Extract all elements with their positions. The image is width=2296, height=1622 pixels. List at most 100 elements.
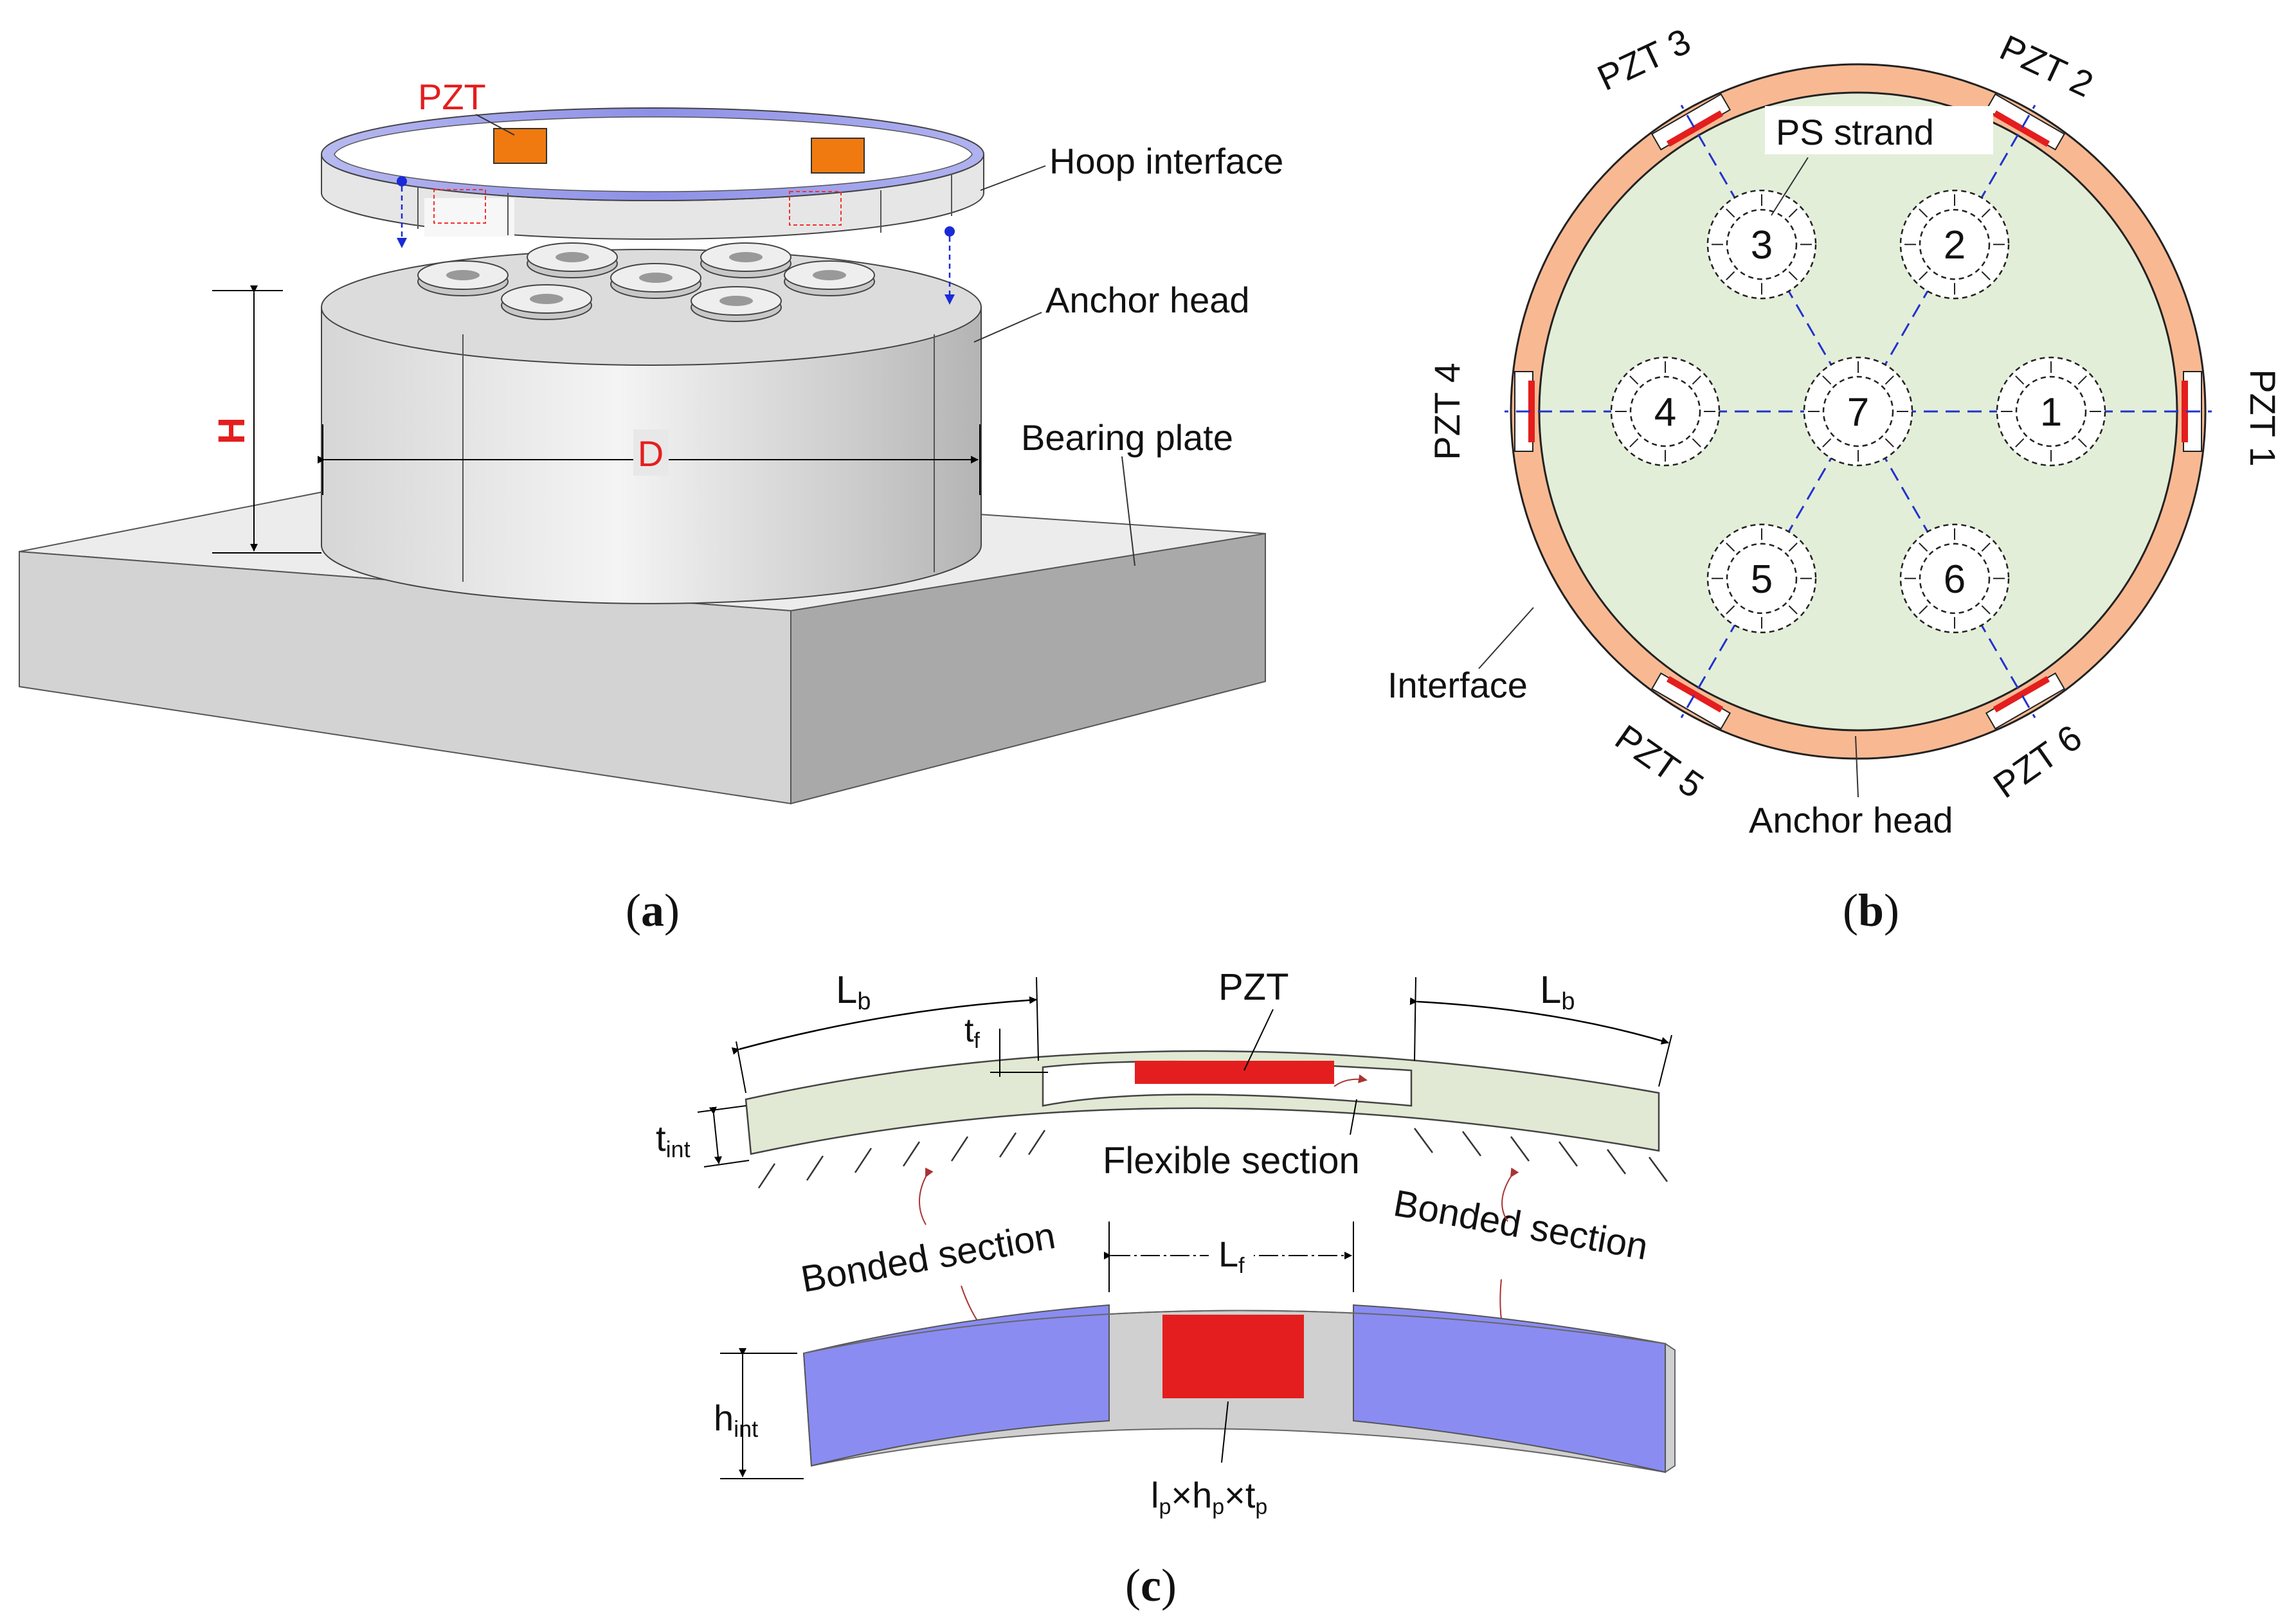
pzt-label-4: PZT 4 [1427, 363, 1467, 460]
interface-label: Interface [1388, 665, 1528, 705]
pzt-label-a: PZT [418, 77, 486, 117]
wedge [527, 242, 618, 278]
pzt-patch-4 [1528, 381, 1535, 442]
strand-6: 6 [1899, 523, 2010, 634]
anchor-head-label-a: Anchor head [1045, 280, 1250, 320]
pzt-dims-label: lp×hp×tp [1151, 1475, 1267, 1519]
tint-label: tint [656, 1118, 691, 1162]
strand-number-4: 4 [1654, 390, 1676, 435]
pzt-patch-front [1162, 1315, 1304, 1398]
pzt-patch-3 [1666, 110, 1724, 147]
strand-tick [1919, 605, 1928, 615]
strand-tick [1726, 542, 1735, 552]
strand-number-3: 3 [1751, 223, 1773, 267]
strand-4: 4 [1610, 356, 1721, 467]
interface-section-3d: Lf hint lp×hp×tp [714, 1221, 1676, 1519]
hoop-interface-label: Hoop interface [1049, 141, 1283, 181]
strand-tick [1692, 438, 1701, 447]
pzt-patch-dashed [789, 191, 842, 226]
strand-tick [2077, 438, 2087, 447]
pzt-label-1: PZT 1 [2243, 369, 2283, 466]
svg-text:PZT 2: PZT 2 [1994, 27, 2099, 105]
bonded-section-label-right: Bonded section [1391, 1182, 1651, 1268]
pzt-patch-2 [1993, 110, 2050, 147]
strand-inner-circle [1726, 543, 1798, 615]
bearing-plate-label: Bearing plate [1021, 417, 1233, 458]
strand-tick [1726, 271, 1735, 281]
strand-outer-circle [1996, 356, 2106, 467]
tf-label: tf [964, 1012, 980, 1053]
lb-label-left: Lb [836, 968, 871, 1015]
strand-tick [1822, 375, 1832, 385]
h-label: H [211, 417, 253, 444]
pzt-label-5: PZT 5 [1608, 717, 1711, 806]
pzt-label-c: PZT [1218, 966, 1289, 1008]
strand-inner-circle [1919, 208, 1991, 280]
strand-tick [1919, 542, 1928, 552]
strand-number-1: 1 [2040, 390, 2062, 435]
strand-tick [1981, 605, 1991, 615]
strand-outer-circle [1899, 523, 2010, 634]
pzt-patch-5 [1666, 676, 1724, 713]
pzt-patch-6 [1993, 676, 2050, 713]
wedge [784, 260, 875, 296]
strand-tick [1629, 438, 1639, 447]
strand-outer-circle [1610, 356, 1721, 467]
pzt-patch-dashed [433, 189, 486, 224]
pzt-patch-orange [811, 138, 865, 174]
panel-a: H D PZT Hoop interface Anchor head Beari… [19, 77, 1283, 936]
strand-inner-circle [1919, 543, 1991, 615]
d-label: D [638, 433, 664, 474]
bonded-region-left [802, 1304, 1110, 1467]
strand-tick [1726, 208, 1735, 218]
strand-inner-circle [2015, 375, 2087, 447]
strand-5: 5 [1706, 523, 1817, 634]
wedge [417, 260, 509, 296]
height-dimension: H [211, 285, 321, 554]
strand-tick [1726, 605, 1735, 615]
strand-number-7: 7 [1847, 390, 1869, 435]
strand-outer-circle [1706, 189, 1817, 300]
svg-text:PZT 6: PZT 6 [1986, 717, 2089, 806]
pzt-patch-1 [2182, 381, 2188, 442]
bonded-section-label-left: Bonded section [798, 1214, 1058, 1300]
strand-number-2: 2 [1944, 223, 1966, 267]
strand-number-6: 6 [1944, 557, 1966, 602]
strand-tick [1788, 605, 1798, 615]
strand-tick [2077, 375, 2087, 385]
strand-tick [1885, 375, 1894, 385]
caption-c: (c) [1125, 1560, 1177, 1611]
wedge [501, 284, 592, 320]
strand-tick [1919, 271, 1928, 281]
strand-outer-circle [1899, 189, 2010, 300]
wedge [700, 242, 791, 278]
svg-text:PZT 5: PZT 5 [1608, 717, 1711, 806]
hoop-interface-ring [320, 107, 985, 240]
strand-inner-circle [1726, 208, 1798, 280]
pzt-label-2: PZT 2 [1994, 27, 2099, 105]
diameter-dimension: D [318, 424, 981, 495]
strand-3: 3 [1706, 189, 1817, 300]
bonded-region-right [1353, 1304, 1666, 1473]
wedge-group [417, 242, 875, 322]
strand-tick [1919, 208, 1928, 218]
strand-tick [1629, 375, 1639, 385]
pzt-label-6: PZT 6 [1986, 717, 2089, 806]
strand-outer-circle [1803, 356, 1913, 467]
strand-tick [1788, 542, 1798, 552]
strand-tick [1788, 271, 1798, 281]
strand-tick [2015, 375, 2025, 385]
strand-1: 1 [1996, 356, 2106, 467]
strand-2: 2 [1899, 189, 2010, 300]
hint-label: hint [714, 1398, 758, 1442]
strand-number-5: 5 [1751, 557, 1773, 602]
pzt-patch-orange [493, 128, 547, 164]
strand-tick [1822, 438, 1832, 447]
ps-strand-label: PS strand [1776, 112, 1934, 152]
support-hatch [757, 1128, 1668, 1189]
strand-inner-circle [1629, 375, 1701, 447]
caption-a: (a) [626, 885, 680, 936]
strand-tick [1981, 542, 1991, 552]
anchor-head-label-b: Anchor head [1749, 800, 1953, 840]
